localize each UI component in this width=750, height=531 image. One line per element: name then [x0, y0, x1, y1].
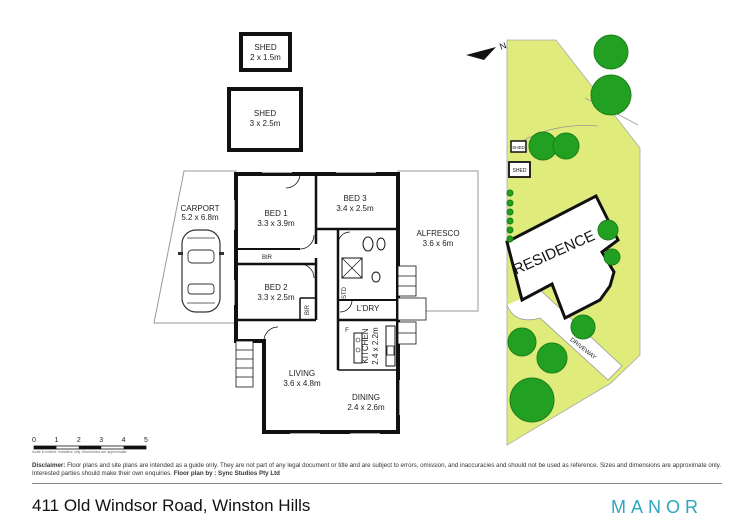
disclaimer-label: Disclaimer:: [32, 462, 66, 469]
laundry-name: L'DRY: [357, 304, 380, 313]
brand-logo: MANOR: [611, 497, 703, 517]
tree-icon: [507, 327, 537, 357]
tree-icon: [506, 217, 514, 225]
disclaimer: Disclaimer: Floor plans and site plans a…: [32, 462, 722, 479]
shed-large-size: 3 x 2.5m: [250, 119, 281, 128]
tree-icon: [536, 342, 568, 374]
footer-divider: [32, 483, 722, 484]
std-label: STD: [342, 286, 348, 299]
scale-tick-label: 1: [54, 437, 58, 444]
scale-bar: 0 1 2 3 4 5: [32, 437, 148, 450]
disclaimer-credit: Floor plan by : Sync Studios Pty Ltd: [173, 470, 280, 478]
bir1-label: BIR: [262, 255, 273, 261]
scale-note: Scale in metres. Indicative only. Dimens…: [32, 450, 128, 454]
tree-icon: [506, 208, 514, 216]
house: [233, 171, 401, 435]
tree-icon: [506, 235, 514, 243]
disclaimer-text: Floor plans and site plans are intended …: [32, 462, 721, 478]
tree-icon: [603, 248, 621, 266]
fridge-label: F: [345, 328, 349, 334]
bed3-size: 3.4 x 2.5m: [336, 204, 374, 213]
alfresco-name: ALFRESCO: [416, 229, 459, 238]
living-size: 3.6 x 4.8m: [283, 379, 321, 388]
kitchen-name: KITCHEN: [361, 328, 370, 363]
site-plan: DRIVEWAY RESIDENCE SHED SHED: [466, 34, 641, 446]
bir2-label: BIR: [305, 304, 311, 315]
carport: CARPORT 5.2 x 6.8m: [153, 170, 237, 324]
tree-icon: [506, 189, 514, 197]
tree-icon: [597, 219, 619, 241]
carport-name: CARPORT: [181, 204, 220, 213]
shed-large-name: SHED: [254, 109, 276, 118]
tree-icon: [590, 74, 632, 116]
kitchen-size: 2.4 x 2.2m: [371, 327, 380, 365]
alfresco-size: 3.6 x 6m: [423, 239, 454, 248]
bed2-size: 3.3 x 2.5m: [257, 293, 295, 302]
tree-icon: [552, 132, 580, 160]
north-arrow-icon: N: [466, 40, 508, 60]
trees: [506, 34, 632, 423]
scale-tick-label: 0: [32, 437, 36, 444]
site-shed-a-label: SHED: [512, 145, 525, 150]
scale-tick-label: 5: [144, 437, 148, 444]
scale-tick-label: 2: [77, 437, 81, 444]
driveway: [506, 289, 623, 381]
scale-tick-label: 3: [99, 437, 103, 444]
carport-size: 5.2 x 6.8m: [181, 213, 219, 222]
north-label: N: [498, 40, 508, 52]
tree-icon: [509, 377, 555, 423]
site-shed-a: SHED: [510, 140, 527, 153]
rear-steps: [397, 265, 427, 345]
dining-size: 2.4 x 2.6m: [347, 403, 385, 412]
bed1-size: 3.3 x 3.9m: [257, 219, 295, 228]
tree-icon: [570, 314, 596, 340]
bed2-name: BED 2: [264, 283, 288, 292]
shed-large: SHED 3 x 2.5m: [227, 87, 303, 152]
tree-icon: [593, 34, 629, 70]
site-shed-b-label: SHED: [513, 168, 527, 174]
property-address: 411 Old Windsor Road, Winston Hills: [32, 496, 311, 515]
scale-tick-label: 4: [122, 437, 126, 444]
bed3-name: BED 3: [343, 194, 367, 203]
shed-small-size: 2 x 1.5m: [250, 53, 281, 62]
site-shed-b: SHED: [508, 161, 531, 178]
tree-icon: [506, 226, 514, 234]
dining-name: DINING: [352, 393, 380, 402]
tree-icon: [506, 199, 514, 207]
shed-small: SHED 2 x 1.5m: [239, 32, 292, 72]
front-steps: [235, 340, 254, 388]
bed1-name: BED 1: [264, 209, 288, 218]
car-icon: [178, 229, 224, 313]
living-name: LIVING: [289, 369, 315, 378]
shed-small-name: SHED: [254, 43, 276, 52]
residence-building: RESIDENCE: [505, 193, 620, 321]
